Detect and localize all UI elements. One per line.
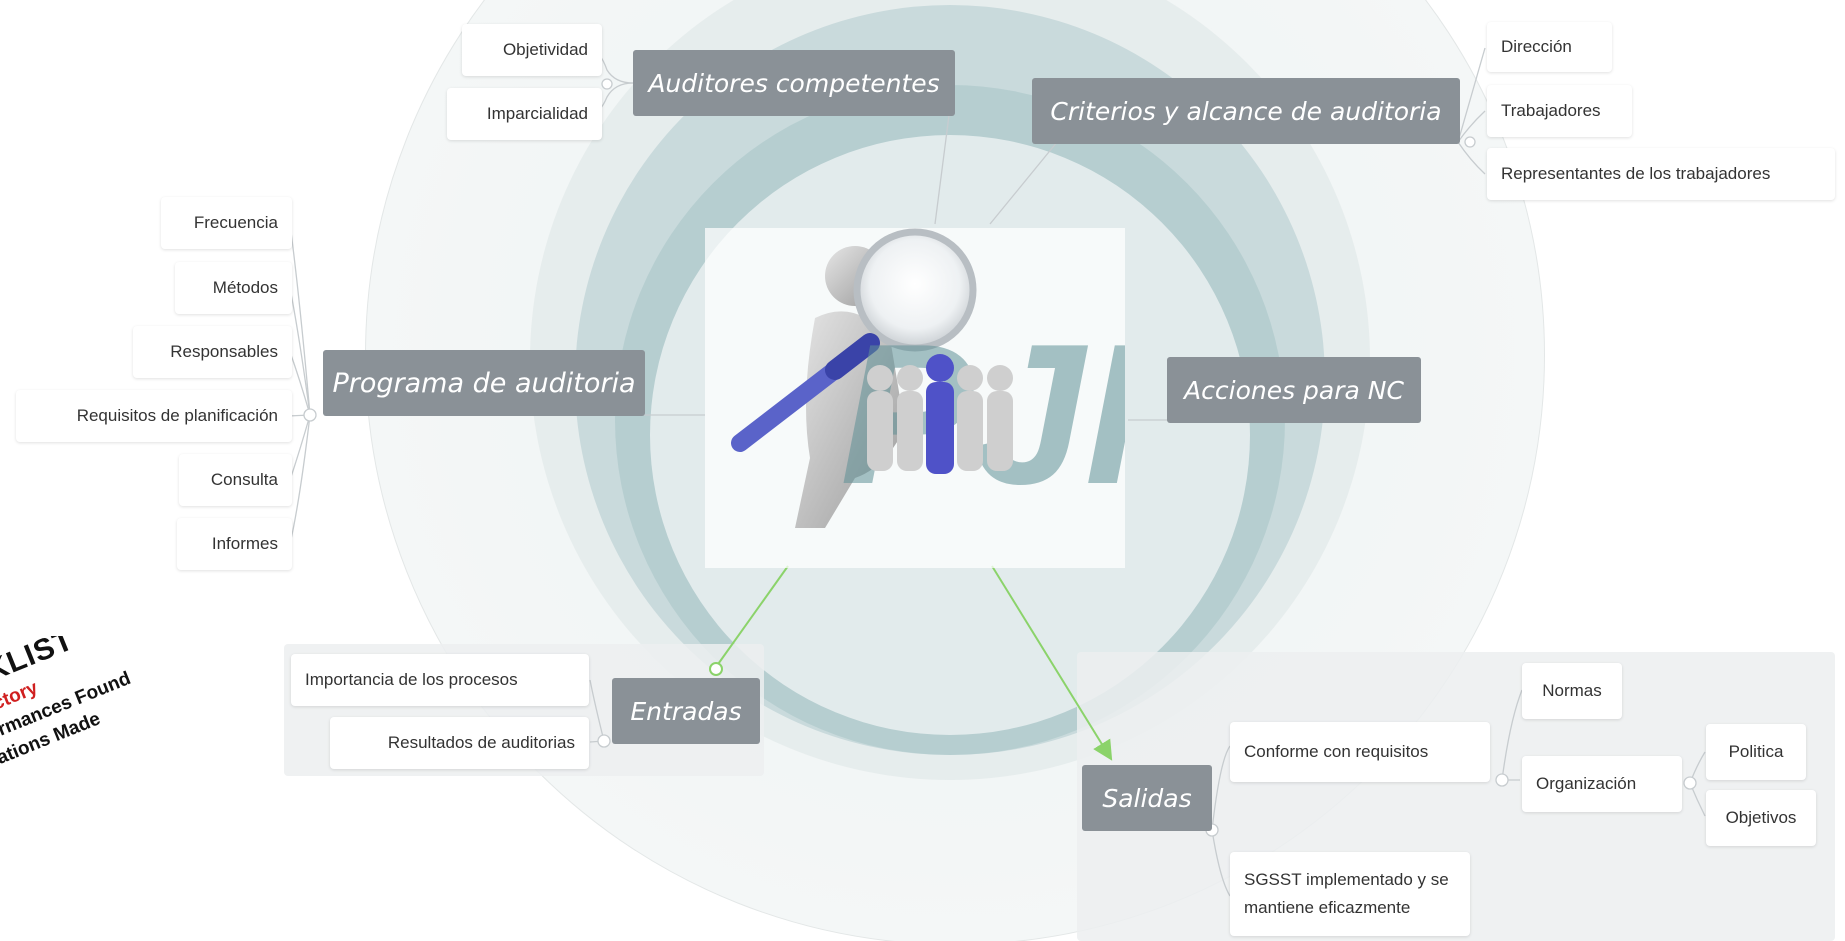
link-consulta [289, 414, 311, 481]
link-direccion [1457, 47, 1486, 143]
subtopic-requisitos-planificacion[interactable]: Requisitos de planificación [16, 390, 292, 442]
node-dot [1683, 776, 1697, 790]
entradas-node-dot [709, 662, 723, 676]
subtopic-direccion[interactable]: Dirección [1487, 22, 1612, 72]
subtopic-organizacion[interactable]: Organización [1522, 756, 1682, 812]
subtopic-normas[interactable]: Normas [1522, 663, 1622, 719]
link-normas [1501, 689, 1523, 781]
link-representantes [1457, 141, 1486, 175]
node-dot [303, 408, 317, 422]
topic-auditores-competentes[interactable]: Auditores competentes [633, 50, 955, 116]
arrow-entradas [715, 565, 789, 668]
topic-programa-auditoria[interactable]: Programa de auditoria [323, 350, 645, 416]
link-importancia [589, 679, 605, 742]
topic-acciones-nc[interactable]: Acciones para NC [1167, 357, 1421, 423]
subtopic-frecuencia[interactable]: Frecuencia [161, 197, 292, 249]
node-dot [597, 734, 611, 748]
topic-criterios-alcance[interactable]: Criterios y alcance de auditoria [1032, 78, 1460, 144]
subtopic-objetividad[interactable]: Objetividad [462, 24, 602, 76]
subtopic-trabajadores[interactable]: Trabajadores [1487, 85, 1632, 137]
subtopic-representantes[interactable]: Representantes de los trabajadores [1487, 148, 1835, 200]
link-frecuencia [289, 223, 311, 416]
subtopic-imparcialidad[interactable]: Imparcialidad [447, 88, 602, 140]
subtopic-consulta[interactable]: Consulta [179, 454, 292, 506]
link-metodos [289, 287, 311, 416]
subtopic-conforme-requisitos[interactable]: Conforme con requisitos [1230, 722, 1490, 782]
arrow-salidas [991, 565, 1113, 761]
subtopic-politica[interactable]: Politica [1706, 724, 1806, 780]
node-dot [1464, 136, 1476, 148]
topic-entradas[interactable]: Entradas [612, 678, 760, 744]
subtopic-sgsst-implementado[interactable]: SGSST implementado y se mantiene eficazm… [1230, 852, 1470, 936]
subtopic-importancia-procesos[interactable]: Importancia de los procesos [291, 654, 589, 706]
subtopic-metodos[interactable]: Métodos [175, 262, 292, 314]
subtopic-informes[interactable]: Informes [177, 518, 292, 570]
link-trabajadores [1457, 110, 1486, 143]
central-image: PJP [705, 228, 1219, 568]
subtopic-resultados-auditorias[interactable]: Resultados de auditorias [330, 717, 589, 769]
node-dot [1495, 773, 1509, 787]
subtopic-responsables[interactable]: Responsables [133, 326, 292, 378]
link-informes [289, 414, 311, 545]
topic-salidas[interactable]: Salidas [1082, 765, 1212, 831]
node-dot [601, 78, 613, 90]
link-conforme [1211, 745, 1231, 831]
auditor-magnifier-illustration: PJP [731, 228, 1219, 528]
subtopic-objetivos[interactable]: Objetivos [1706, 790, 1816, 846]
checklist-image: CKLIST factory ormances Found ations Mad… [0, 636, 195, 916]
link-sgsst [1211, 829, 1231, 897]
